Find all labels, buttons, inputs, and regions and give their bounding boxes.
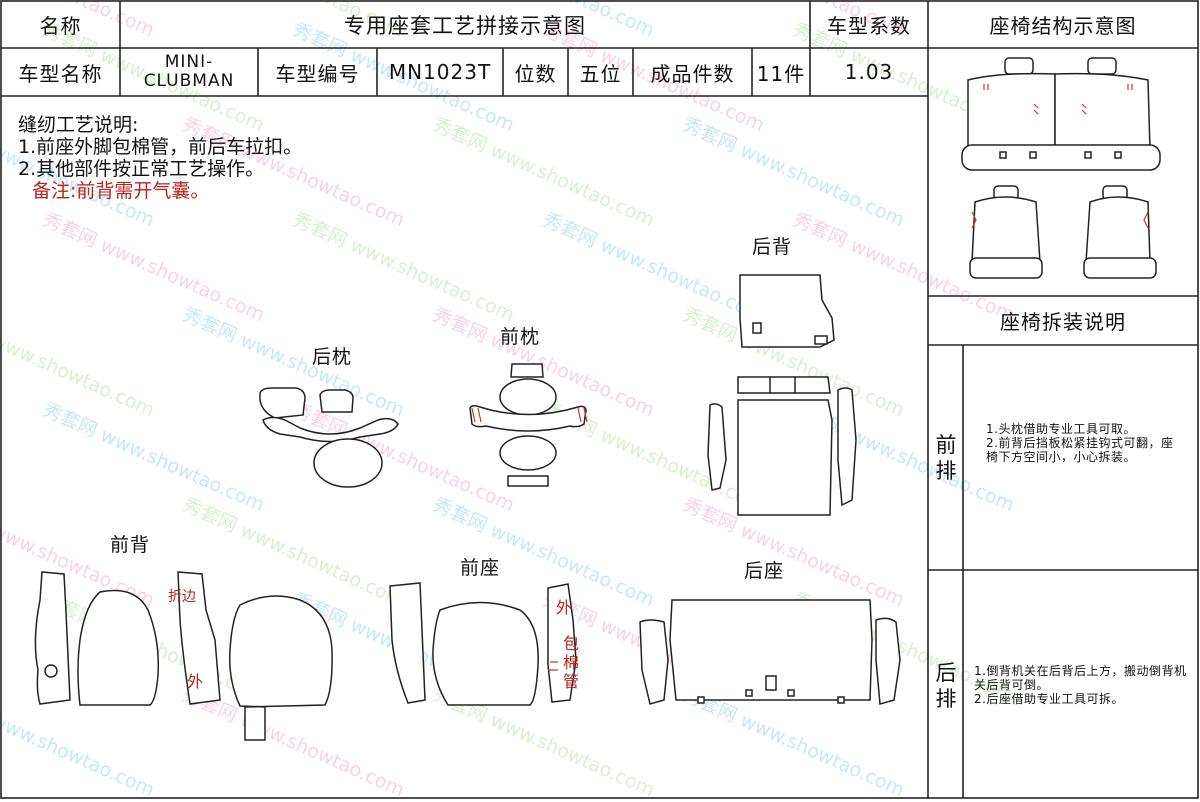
front-row-line-2: 2.前背后挡板松紧挂钩式可翻，座椅下方空间小，小心拆装。 <box>986 436 1174 464</box>
rear-back-label: 后背 <box>752 236 793 258</box>
rear-back-pieces <box>707 274 857 516</box>
sewing-instructions: 缝纫工艺说明: 1.前座外脚包棉管，前后车拉扣。 2.其他部件按正常工艺操作。 … <box>18 114 302 202</box>
front-back-label: 前背 <box>110 534 151 556</box>
model-name-line1: MINI- <box>164 52 214 72</box>
removal-title: 座椅拆装说明 <box>1000 310 1126 334</box>
front-headrest-label: 前枕 <box>500 326 541 348</box>
sewing-heading: 缝纫工艺说明: <box>18 114 139 136</box>
seat-count-label: 位数 <box>514 61 557 86</box>
piece-count-label: 成品件数 <box>650 61 735 86</box>
rear-headrest-label: 后枕 <box>312 346 353 368</box>
name-label: 名称 <box>39 14 82 38</box>
front-row-label: 前排 <box>935 433 957 483</box>
model-name-label: 车型名称 <box>18 61 103 86</box>
front-row-instructions: 1.头枕借助专业工具可取。 2.前背后挡板松紧挂钩式可翻，座椅下方空间小，小心拆… <box>986 422 1176 464</box>
outer-side-note-2: 外 <box>556 598 573 617</box>
rear-seat-label: 后座 <box>744 560 785 582</box>
model-code-value: MN1023T <box>388 60 492 84</box>
model-code-label: 车型编号 <box>275 61 360 86</box>
front-back-pieces <box>34 571 333 741</box>
seat-count-value: 五位 <box>579 61 622 86</box>
seat-structure-preview <box>961 57 1161 279</box>
front-seat-pieces <box>389 582 577 706</box>
model-name-line2: CLUBMAN <box>143 71 235 91</box>
page-title: 专用座套工艺拼接示意图 <box>344 13 586 38</box>
outer-side-note-1: 外 <box>187 672 204 691</box>
front-row-line-1: 1.头枕借助专业工具可取。 <box>986 422 1136 436</box>
front-seat-label: 前座 <box>460 557 501 579</box>
sewing-line-1: 1.前座外脚包棉管，前后车拉扣。 <box>18 136 303 158</box>
sewing-line-2: 2.其他部件按正常工艺操作。 <box>18 158 265 180</box>
wrap-pipe-note: 包棉管 <box>563 634 580 691</box>
piece-count-value: 11件 <box>756 61 806 86</box>
rear-row-line-2: 2.后座借助专业工具可拆。 <box>974 692 1124 706</box>
rear-headrest-pieces <box>259 387 399 488</box>
rear-row-line-1: 1.倒背机关在后背后上方，搬动倒背机关后背可倒。 <box>974 664 1187 692</box>
coefficient-value: 1.03 <box>844 60 894 84</box>
rear-row-label: 后排 <box>935 661 957 711</box>
fold-edge-note: 折边 <box>168 589 196 605</box>
front-headrest-pieces <box>469 363 587 487</box>
rear-row-instructions: 1.倒背机关在后背后上方，搬动倒背机关后背可倒。 2.后座借助专业工具可拆。 <box>974 664 1194 706</box>
structure-title: 座椅结构示意图 <box>989 14 1137 38</box>
coefficient-label: 车型系数 <box>827 14 911 38</box>
model-name-value: MINI- CLUBMAN <box>120 48 258 96</box>
sewing-note: 备注:前背需开气囊。 <box>32 180 210 202</box>
rear-seat-pieces <box>639 599 901 705</box>
